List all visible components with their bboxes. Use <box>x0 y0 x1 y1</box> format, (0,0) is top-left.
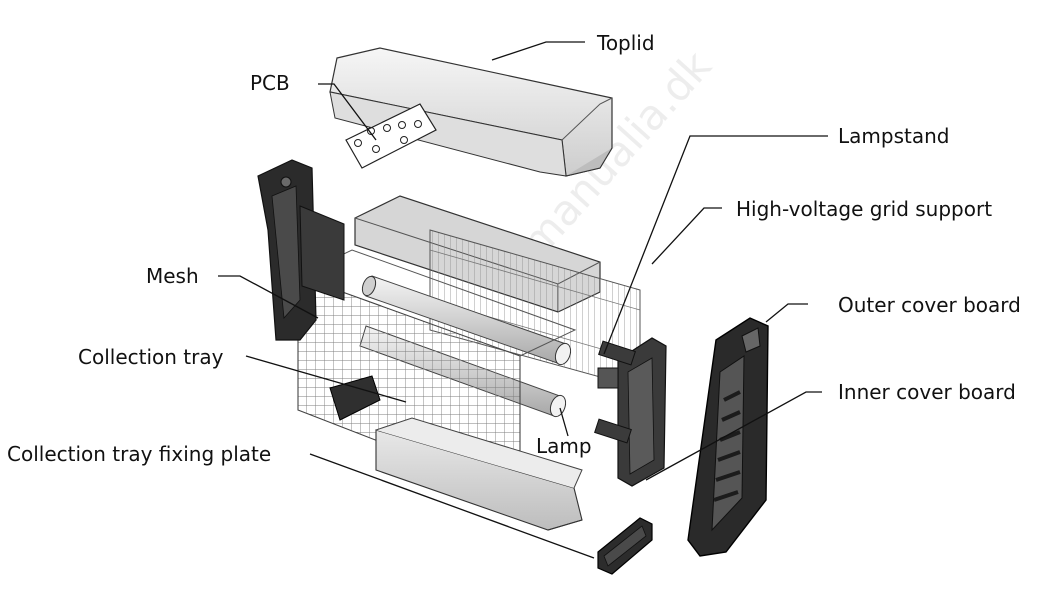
pcb-board <box>345 103 437 169</box>
leader-inner-cover <box>645 391 822 481</box>
leader-grid-support <box>651 207 722 265</box>
leader-toplid <box>491 41 585 61</box>
leader-lampstand <box>603 135 828 355</box>
label-mesh: Mesh <box>146 264 199 288</box>
leader-mesh <box>218 275 319 319</box>
collection-tray <box>375 417 583 531</box>
leader-collection-tray <box>245 355 407 403</box>
lamp-upper <box>361 275 572 366</box>
leader-lamp <box>559 407 569 437</box>
label-lampstand: Lampstand <box>838 124 949 148</box>
inner-cover-board <box>617 337 667 487</box>
outer-cover-board <box>687 317 769 557</box>
label-collection-tray: Collection tray <box>78 345 224 369</box>
left-side-cover <box>257 159 345 341</box>
label-grid-support: High-voltage grid support <box>736 197 992 221</box>
label-fixing-plate: Collection tray fixing plate <box>7 442 271 466</box>
collection-tray-fixing-plate <box>597 517 653 575</box>
label-toplid: Toplid <box>596 31 655 55</box>
label-lamp: Lamp <box>536 434 592 458</box>
label-inner-cover: Inner cover board <box>838 380 1016 404</box>
lampstand <box>594 340 636 444</box>
label-outer-cover: Outer cover board <box>838 293 1021 317</box>
toplid <box>329 47 613 177</box>
leader-outer-cover <box>765 303 808 323</box>
leader-fixing-plate <box>309 453 595 559</box>
left-bottom-bracket <box>329 375 381 421</box>
leader-pcb <box>318 83 377 141</box>
label-pcb: PCB <box>250 71 290 95</box>
